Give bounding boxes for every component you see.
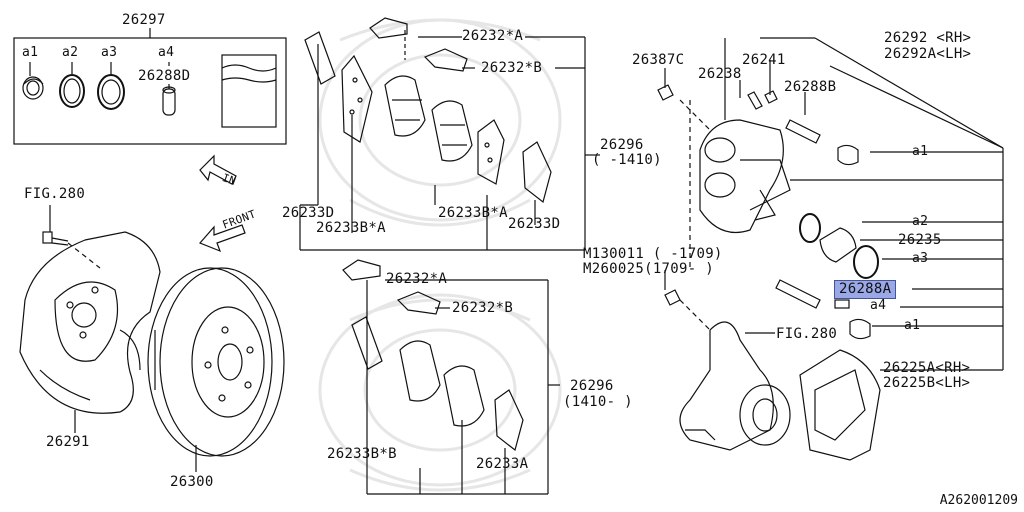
caliper-bracket-icon bbox=[799, 349, 881, 461]
right-a3-label: a3 bbox=[912, 251, 929, 266]
bracket-rh-label: 26225A<RH> bbox=[883, 360, 971, 376]
shim-bb-label: 26233B*B bbox=[327, 446, 397, 462]
a4-label: a4 bbox=[158, 45, 175, 60]
knuckle-bolt-icon bbox=[664, 289, 681, 306]
bleeder-icon bbox=[657, 84, 674, 101]
seal-a2-icon bbox=[799, 213, 821, 243]
shim-ba-left-label: 26233B*A bbox=[316, 220, 386, 236]
steering-knuckle-icon bbox=[679, 321, 791, 451]
caliper-lh-label: 26292A<LH> bbox=[884, 46, 972, 62]
bolt-1-label: M130011 ( -1709) bbox=[583, 246, 723, 262]
clip-a-top-icon bbox=[369, 17, 408, 39]
clip-a-bot-label: 26232*A bbox=[386, 271, 448, 287]
shim-d-right-label: 26233D bbox=[508, 216, 561, 232]
bolt-2-label: M260025(1709- ) bbox=[583, 261, 714, 277]
clip-b-bot-icon bbox=[396, 291, 441, 315]
piston-label: 26235 bbox=[898, 232, 942, 248]
bracket-lh-label: 26225B<LH> bbox=[883, 375, 971, 391]
shim-d-left-icon bbox=[304, 31, 336, 85]
a2-label: a2 bbox=[62, 45, 79, 60]
pad-bot-left-icon bbox=[399, 340, 441, 402]
part-26238-label: 26238 bbox=[698, 66, 742, 82]
diagram-code: A262001209 bbox=[939, 493, 1018, 508]
kit-top-mid-label: 26296 bbox=[600, 137, 644, 153]
brake-rotor-icon bbox=[147, 267, 285, 457]
kit-top-label: 26297 bbox=[122, 12, 166, 28]
a3-label: a3 bbox=[101, 45, 118, 60]
kit-bot-label: 26296 bbox=[570, 378, 614, 394]
shim-a-icon bbox=[494, 389, 524, 452]
caliper-icon bbox=[699, 119, 791, 234]
clip-b-top-icon bbox=[423, 48, 468, 72]
caliper-rh-label: 26292 <RH> bbox=[884, 30, 972, 46]
boot-a3-icon bbox=[853, 245, 879, 279]
right-a1-label: a1 bbox=[912, 144, 929, 159]
dust-shield-icon bbox=[19, 231, 161, 414]
in-arrow-icon bbox=[199, 154, 237, 185]
kit-top-mid-range-label: ( -1410) bbox=[592, 152, 662, 168]
rotor-label: 26300 bbox=[170, 474, 214, 490]
pad-left-icon bbox=[384, 75, 426, 137]
screw-icon bbox=[747, 91, 763, 110]
guide-pin-a-icon bbox=[775, 279, 821, 309]
fig-top-label: FIG.280 bbox=[24, 186, 86, 202]
right-a4-label: a4 bbox=[870, 298, 887, 313]
piston-icon bbox=[819, 227, 857, 263]
piston-seal-icon bbox=[59, 74, 85, 108]
pin-icon bbox=[162, 86, 176, 116]
shim-bb-left-icon bbox=[351, 316, 383, 370]
kit-pin-label: 26288D bbox=[138, 68, 191, 84]
bleeder-c-label: 26387C bbox=[632, 52, 685, 68]
pad-right-icon bbox=[431, 100, 473, 162]
boot-a1-icon bbox=[837, 144, 859, 166]
pin-a4-icon bbox=[834, 299, 850, 309]
clip-a-top-label: 26232*A bbox=[462, 28, 524, 44]
clip-b-bot-label: 26232*B bbox=[452, 300, 514, 316]
shim-d-right-icon bbox=[522, 141, 552, 204]
kit-bot-range-label: (1410- ) bbox=[563, 394, 633, 410]
guide-pin-b-icon bbox=[785, 119, 821, 144]
a1-label: a1 bbox=[22, 45, 39, 60]
right-a2-label: a2 bbox=[912, 214, 929, 229]
boot-a1b-icon bbox=[849, 318, 871, 340]
pin-b-label: 26288B bbox=[784, 79, 837, 95]
pad-bot-right-icon bbox=[443, 365, 485, 427]
right-a1b-label: a1 bbox=[904, 318, 921, 333]
clip-a-bot-icon bbox=[342, 259, 381, 281]
piston-boot-icon bbox=[97, 74, 125, 110]
bolt-icon bbox=[42, 231, 69, 246]
clip-b-top-label: 26232*B bbox=[481, 60, 543, 76]
part-26241-label: 26241 bbox=[742, 52, 786, 68]
shim-ba-right-icon bbox=[477, 119, 505, 185]
shim-ba-right-label: 26233B*A bbox=[438, 205, 508, 221]
grease-packet-icon bbox=[221, 54, 277, 128]
shim-a-label: 26233A bbox=[476, 456, 529, 472]
fig-knuckle-label: FIG.280 bbox=[776, 326, 838, 342]
pin-a-highlighted-label[interactable]: 26288A bbox=[834, 280, 897, 299]
front-arrow-icon bbox=[198, 224, 246, 253]
shield-label: 26291 bbox=[46, 434, 90, 450]
shim-d-left-label: 26233D bbox=[282, 205, 335, 221]
shim-ba-left-icon bbox=[341, 54, 373, 143]
dust-boot-small-icon bbox=[22, 76, 44, 100]
kit-box-frame bbox=[13, 37, 287, 145]
cap-icon bbox=[764, 90, 778, 104]
